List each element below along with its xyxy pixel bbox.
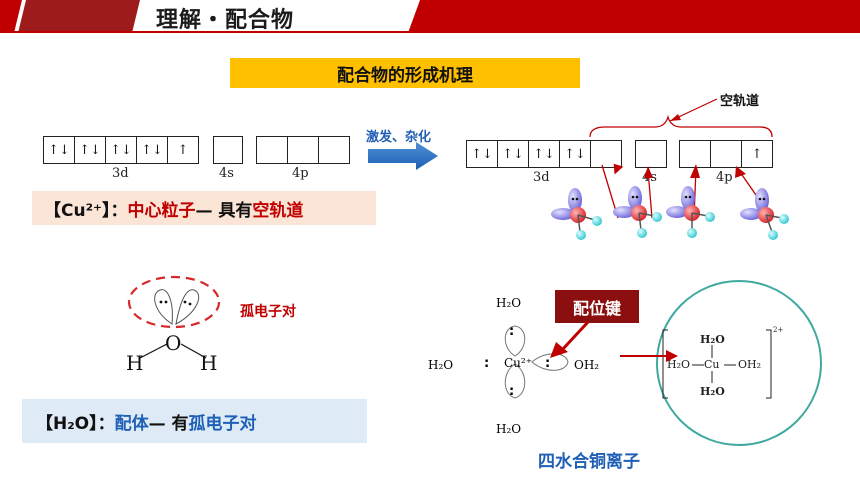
orbital-4p-3 [318, 136, 350, 164]
section-banner: 配合物的形成机理 [230, 58, 580, 88]
h2o-box-prefix: 【H₂O】： [36, 413, 115, 434]
bracket-charge: 2+ [773, 326, 784, 334]
complex-top-ligand: H₂O [496, 296, 522, 310]
h2o-box-ligand: 配体 [114, 413, 149, 434]
orbital-3d-1: ↑↓ [466, 140, 498, 168]
bracket-left: H₂O [667, 358, 691, 371]
ligand-molecules [551, 163, 789, 240]
water-molecule-3 [666, 186, 715, 238]
water-molecule-1 [551, 188, 602, 240]
coordinate-bond-label: 配位键 [555, 290, 639, 323]
water-o: O [165, 331, 182, 355]
complex-center: Cu²⁺ [504, 356, 533, 370]
bond-arrow-2-icon [620, 350, 678, 362]
orbital-3d-3: ↑↓ [105, 136, 137, 164]
cu-box-prefix: 【Cu²⁺】： [44, 200, 128, 221]
right-arrow-icon [368, 142, 438, 170]
complex-colon-left: : [484, 356, 490, 371]
bond-arrow-icon [550, 320, 590, 358]
orbital-4p-3: ↑ [741, 140, 773, 168]
orbital-3d-5: ↑ [167, 136, 199, 164]
water-h-left: H [126, 351, 144, 375]
cu-box-dash: — 具有 [195, 200, 253, 221]
water-molecule-2 [613, 186, 662, 238]
cu-ion-box: 【Cu²⁺】： 中心粒子 — 具有 空轨道 [32, 191, 376, 225]
arrow-label: 激发、杂化 [366, 130, 432, 145]
bracket-bottom: H₂O [700, 385, 725, 398]
empty-orbital-brace [589, 98, 773, 138]
arrow-2 [644, 166, 653, 219]
water-lone-pair-diagram [127, 275, 221, 359]
orbital-4p-2 [287, 136, 319, 164]
orbital-3d-4: ↑↓ [136, 136, 168, 164]
water-molecule-4 [740, 188, 789, 240]
complex-left-ligand: H₂O [428, 358, 454, 372]
h2o-ligand-box: 【H₂O】： 配体 — 有 孤电子对 [22, 399, 367, 443]
orbital-4s [213, 136, 243, 164]
complex-name: 四水合铜离子 [538, 452, 640, 472]
h2o-box-lp: 孤电子对 [188, 413, 257, 434]
orbital-3d-2: ↑↓ [497, 140, 529, 168]
label-4p: 4p [292, 166, 309, 181]
orbital-3d-1: ↑↓ [43, 136, 75, 164]
orbital-3d-4: ↑↓ [559, 140, 591, 168]
label-3d: 3d [112, 166, 129, 181]
water-h-right: H [200, 351, 218, 375]
bracket-top: H₂O [700, 333, 725, 346]
complex-right-ligand: OH₂ [574, 358, 600, 372]
header-bar [0, 0, 860, 33]
complex-colon-bottom: : [509, 384, 515, 399]
orbital-3d-5-empty [590, 140, 622, 168]
label-4s: 4s [219, 166, 234, 181]
empty-orbital-label: 空轨道 [720, 94, 760, 109]
complex-bottom-ligand: H₂O [496, 422, 522, 436]
label-4p: 4p [716, 170, 733, 185]
complex-colon-right: : [545, 356, 551, 371]
orbital-4p-1 [256, 136, 288, 164]
orbital-4s-empty [635, 140, 667, 168]
cu-box-center: 中心粒子 [127, 200, 196, 221]
orbital-3d-2: ↑↓ [74, 136, 106, 164]
bracket-right: OH₂ [738, 358, 762, 371]
bracket-center: Cu [704, 358, 720, 371]
complex-colon-top: : [509, 324, 515, 339]
orbital-3d-3: ↑↓ [528, 140, 560, 168]
complex-lobes [504, 325, 569, 399]
page-title: 理解・配合物 [156, 8, 295, 33]
lone-pair-label: 孤电子对 [240, 304, 296, 320]
label-3d: 3d [533, 170, 550, 185]
h2o-box-dash: — 有 [148, 413, 189, 434]
structure-circle [656, 280, 822, 446]
orbital-4p-2-empty [710, 140, 742, 168]
cu-box-empty: 空轨道 [252, 200, 304, 221]
